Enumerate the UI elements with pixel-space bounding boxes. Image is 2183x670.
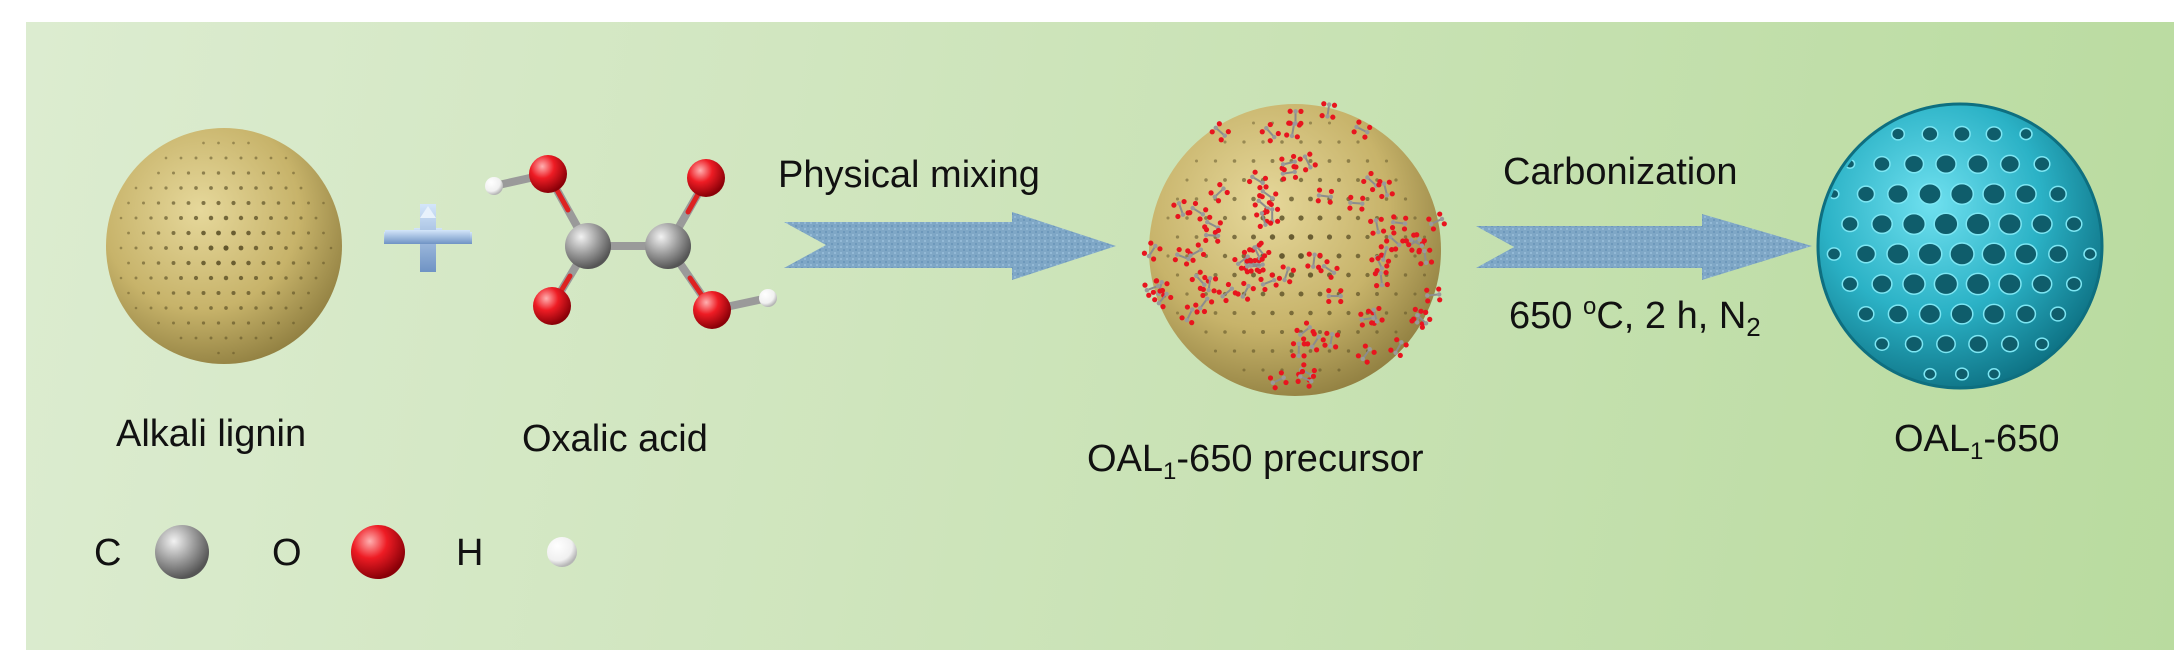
conditions-temperature: 650 [1509,295,1583,337]
plus-icon [384,204,472,272]
oxalic-acid-molecule [485,155,777,329]
physical-mixing-arrow [784,212,1116,280]
alkali-lignin-sphere [106,128,342,364]
physical-mixing-label: Physical mixing [778,154,1040,196]
precursor-label: OAL1-650 precursor [1087,440,1424,484]
oal1-650-porous-sphere [1816,102,2104,390]
carbonization-conditions-label: 650 oC, 2 h, N2 [1509,293,1761,342]
product-label: OAL1-650 [1894,420,2059,464]
precursor-subscript: 1 [1163,458,1177,485]
precursor-suffix: -650 precursor [1176,438,1424,480]
legend-carbon-label: C [94,532,122,574]
product-name: OAL [1894,418,1971,460]
precursor-name: OAL [1087,438,1164,480]
product-subscript: 1 [1970,438,1984,465]
oxygen-legend-ball [351,525,405,579]
alkali-lignin-label: Alkali lignin [116,413,307,455]
legend-hydrogen-label: H [456,532,484,574]
legend-oxygen-label: O [272,532,302,574]
oxalic-acid-label: Oxalic acid [522,418,708,460]
carbon-legend-ball [155,525,209,579]
conditions-subscript: 2 [1746,312,1761,342]
conditions-details: C, 2 h, N [1596,295,1747,337]
conditions-degree: o [1582,293,1597,320]
carbonization-label: Carbonization [1503,151,1738,193]
carbonization-arrow [1476,214,1812,280]
product-suffix: -650 [1983,418,2060,460]
hydrogen-legend-ball [547,537,577,567]
precursor-sphere [1141,101,1447,396]
